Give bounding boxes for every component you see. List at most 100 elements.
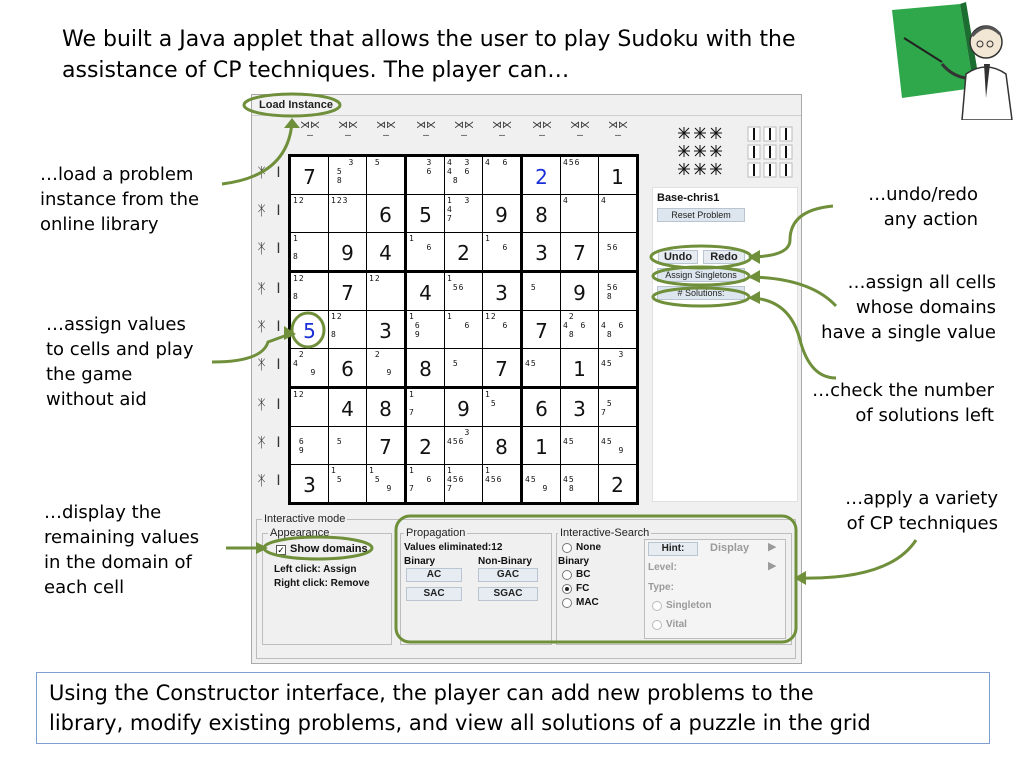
sudoku-cell[interactable]: 1 5 [483,389,520,426]
column-tool-icon[interactable]: ⋊⋉ — [416,120,436,141]
row-tool-icon[interactable]: ᛡ ǀ [257,319,283,335]
sudoku-cell[interactable]: 5 7 [599,389,636,426]
sudoku-cell[interactable]: 3 [523,233,560,270]
sac-button[interactable]: SAC [406,587,462,601]
mac-radio[interactable] [562,598,572,608]
ac-button[interactable]: AC [406,568,462,582]
sudoku-cell[interactable]: 4 6 8 [599,311,636,348]
sudoku-cell[interactable]: 1 [561,349,598,386]
row-tool-icon[interactable]: ᛡ ǀ [257,165,283,181]
row-tool-icon[interactable]: ᛡ ǀ [257,203,283,219]
sudoku-cell[interactable]: 45 9 [523,465,560,502]
hint-button[interactable]: Hint: [648,542,698,556]
sudoku-cell[interactable]: 1 [523,427,560,464]
sudoku-cell[interactable]: 45 [561,427,598,464]
sudoku-cell[interactable]: 3 5 8 [329,157,366,194]
sudoku-cell[interactable]: 4 6 [483,157,520,194]
sudoku-cell[interactable]: 9 [329,233,366,270]
sudoku-cell[interactable]: 5 [407,195,444,232]
column-tool-icon[interactable]: ⋊⋉ — [300,120,320,141]
undo-button[interactable]: Undo [658,250,698,264]
redo-button[interactable]: Redo [703,250,745,264]
sudoku-cell[interactable]: 9 [561,273,598,310]
column-tool-icon[interactable]: ⋊⋉ — [338,120,358,141]
sudoku-cell[interactable]: 5 [291,311,328,348]
sudoku-cell[interactable]: 2 [523,157,560,194]
sudoku-cell[interactable]: 7 [561,233,598,270]
sudoku-cell[interactable]: 1 7 [407,389,444,426]
sudoku-cell[interactable]: 7 [483,349,520,386]
sudoku-cell[interactable]: 1 8 [291,233,328,270]
sudoku-cell[interactable]: 6 [367,195,404,232]
vital-radio[interactable] [652,620,662,630]
sudoku-cell[interactable]: 2 [445,233,482,270]
sudoku-cell[interactable]: 1 [599,157,636,194]
sudoku-cell[interactable]: 6 [523,389,560,426]
sudoku-cell[interactable]: 56 8 [599,273,636,310]
gac-button[interactable]: GAC [478,568,538,582]
sudoku-cell[interactable]: 9 [445,389,482,426]
column-tool-icon[interactable]: ⋊⋉ — [532,120,552,141]
sudoku-cell[interactable]: 3 [483,273,520,310]
sudoku-cell[interactable]: 4 [599,195,636,232]
column-tool-icon[interactable]: ⋊⋉ — [608,120,628,141]
fc-radio[interactable] [562,584,572,594]
hint-arrow-icon[interactable]: ▶ [768,541,777,553]
sudoku-cell[interactable]: 3 [561,389,598,426]
sudoku-cell[interactable]: 3 [367,311,404,348]
row-tool-icon[interactable]: ᛡ ǀ [257,435,283,451]
sudoku-cell[interactable]: 12 [291,389,328,426]
sudoku-cell[interactable]: 45 [523,349,560,386]
sudoku-cell[interactable]: 1 5 [329,465,366,502]
reset-problem-button[interactable]: Reset Problem [657,208,745,222]
sudoku-cell[interactable]: 1 6 [483,233,520,270]
sudoku-cell[interactable]: 7 [291,157,328,194]
column-tool-icon[interactable]: ⋊⋉ — [454,120,474,141]
sudoku-cell[interactable]: 1 6 7 [407,465,444,502]
sudoku-cell[interactable]: 2 4 9 [291,349,328,386]
sudoku-cell[interactable]: 1 6 [407,233,444,270]
sgac-button[interactable]: SGAC [478,587,538,601]
sudoku-cell[interactable]: 3 45 [599,349,636,386]
sudoku-cell[interactable]: 5 [523,273,560,310]
sudoku-cell[interactable]: 1 456 [483,465,520,502]
none-radio[interactable] [562,543,572,553]
sudoku-cell[interactable]: 4 [561,195,598,232]
sudoku-cell[interactable]: 4 [367,233,404,270]
sudoku-cell[interactable]: 8 [523,195,560,232]
row-tool-icon[interactable]: ᛡ ǀ [257,397,283,413]
star-tools-icon[interactable] [674,125,796,183]
show-domains-checkbox[interactable]: ✓ [276,545,286,555]
row-tool-icon[interactable]: ᛡ ǀ [257,241,283,257]
sudoku-cell[interactable]: 12 [367,273,404,310]
sudoku-cell[interactable]: 1 5 9 [367,465,404,502]
sudoku-cell[interactable]: 6 9 [291,427,328,464]
sudoku-cell[interactable]: 7 [367,427,404,464]
sudoku-cell[interactable]: 56 [599,233,636,270]
sudoku-cell[interactable]: 45 9 [599,427,636,464]
sudoku-cell[interactable]: 1 3 4 7 [445,195,482,232]
sudoku-cell[interactable]: 8 [483,427,520,464]
assign-singletons-button[interactable]: Assign Singletons [657,268,745,282]
singleton-radio[interactable] [652,601,662,611]
sudoku-cell[interactable]: 1 456 7 [445,465,482,502]
sudoku-cell[interactable]: 12 8 [329,311,366,348]
solutions-button[interactable]: # Solutions: [657,286,745,300]
sudoku-cell[interactable]: 4 [407,273,444,310]
sudoku-cell[interactable]: 6 [329,349,366,386]
sudoku-cell[interactable]: 12 8 [291,273,328,310]
sudoku-cell[interactable]: 2 [407,427,444,464]
row-tool-icon[interactable]: ᛡ ǀ [257,281,283,297]
sudoku-cell[interactable]: 2 [599,465,636,502]
bc-radio[interactable] [562,570,572,580]
sudoku-cell[interactable]: 1 56 [445,273,482,310]
sudoku-cell[interactable]: 7 [329,273,366,310]
row-tool-icon[interactable]: ᛡ ǀ [257,357,283,373]
sudoku-cell[interactable]: 1 6 [445,311,482,348]
sudoku-cell[interactable]: 4 [329,389,366,426]
sudoku-cell[interactable]: 3 [291,465,328,502]
sudoku-cell[interactable]: 8 [407,349,444,386]
sudoku-cell[interactable]: 9 [483,195,520,232]
sudoku-cell[interactable]: 1 6 9 [407,311,444,348]
